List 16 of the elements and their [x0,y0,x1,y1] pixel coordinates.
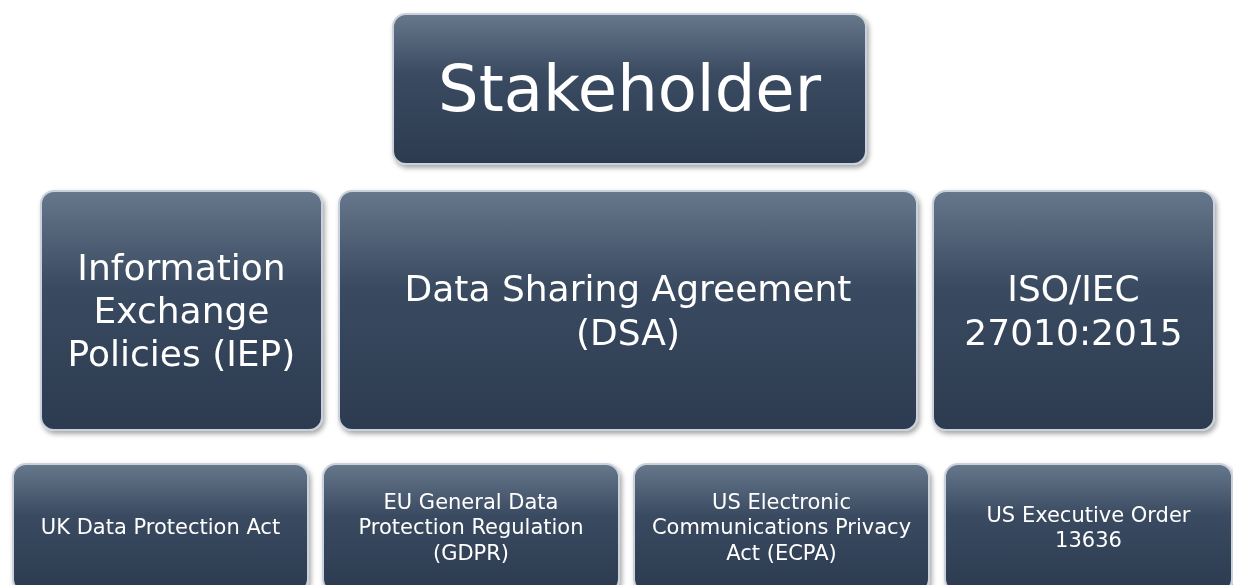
title-box [322,463,620,585]
box-label: US Electronic Communications Privacy Act (ECPA) [650,490,913,566]
title-box [944,463,1233,585]
title-box [633,463,930,585]
title-box [40,190,323,431]
title-box [338,190,918,431]
box-label: ISO/IEC 27010:2015 [963,267,1184,354]
box-label: US Executive Order 13636 [986,502,1191,554]
title-box [12,463,309,585]
box-label: Data Sharing Agreement (DSA) [403,267,853,354]
title-box [392,13,867,165]
box-label: Information Exchange Policies (IEP) [66,245,297,376]
box-label: EU General Data Protection Regulation (GDPR) [357,490,585,566]
title-box [932,190,1215,431]
box-label: UK Data Protection Act [40,515,281,541]
box-label: Stakeholder [438,50,821,128]
